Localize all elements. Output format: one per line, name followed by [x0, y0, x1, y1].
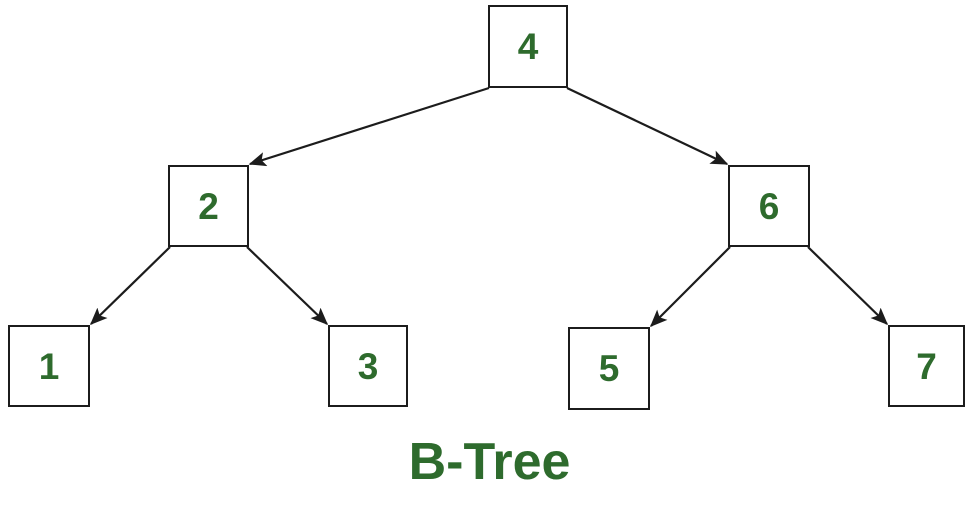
edge-4-to-6 — [566, 87, 729, 165]
tree-node-4: 4 — [488, 5, 568, 88]
edge-2-to-1 — [89, 246, 171, 326]
node-label: 4 — [517, 26, 539, 67]
node-label: 3 — [357, 345, 379, 387]
edge-2-to-3 — [246, 246, 329, 326]
tree-node-2: 2 — [168, 165, 249, 247]
node-label: 5 — [598, 348, 620, 389]
edge-6-to-7 — [807, 246, 889, 326]
edge-6-to-5 — [649, 246, 731, 328]
tree-node-3: 3 — [328, 325, 408, 407]
tree-node-7: 7 — [888, 325, 965, 407]
diagram-title: B-Tree — [408, 433, 571, 491]
node-label: 1 — [38, 345, 60, 387]
node-label: 2 — [198, 185, 219, 227]
node-label: 7 — [916, 345, 937, 387]
tree-node-6: 6 — [728, 165, 810, 247]
node-label: 6 — [758, 185, 780, 227]
tree-node-5: 5 — [568, 327, 650, 410]
edge-4-to-2 — [248, 86, 490, 167]
tree-node-1: 1 — [8, 325, 90, 407]
